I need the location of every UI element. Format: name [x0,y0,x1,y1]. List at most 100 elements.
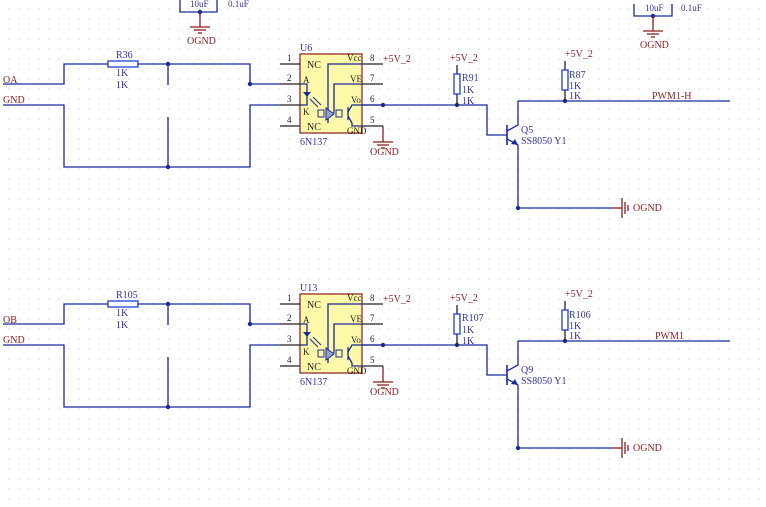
pin-name: NC [307,300,321,311]
ic-ref: U13 [300,283,317,294]
ognd-label: OGND [633,203,662,214]
pin-number: 2 [287,313,292,323]
supply-label: +5V_2 [565,289,593,300]
pin-name: Vo [351,95,361,105]
ic-part: 6N137 [300,377,327,388]
resistor-comment: 1K [569,331,582,342]
pin-name: Vcc [347,293,362,303]
pin-name: A [303,315,310,325]
transistor-part: SS8050 Y1 [521,376,566,387]
resistor-ref: R106 [569,310,591,321]
resistor-value: 1K [462,85,475,96]
pin-name: VE [350,314,362,324]
resistor-body [453,313,461,335]
resistor-value: 1K [116,308,129,319]
resistor-comment: 1K [462,336,475,347]
pin-number: 6 [370,334,375,344]
junction-dot [165,164,171,170]
pin-name: Vo [351,335,361,345]
ognd-label: OGND [640,40,669,51]
pin-name: GND [347,126,367,136]
pin-number: 3 [287,334,292,344]
resistor-body [561,69,569,91]
transistor-ref: Q9 [521,365,533,376]
pin-name: K [303,107,310,117]
resistor-body [107,60,139,68]
resistor-comment: 1K [116,320,129,331]
resistor-ref: R105 [116,290,138,301]
ognd-label: OGND [187,36,216,47]
supply-label: +5V_2 [450,293,478,304]
resistor-body [107,300,139,308]
ic-ref: U6 [300,43,312,54]
capacitor-value: 0.1uF [681,3,702,13]
junction-dot [380,102,386,108]
gnd-wire [347,355,362,367]
resistor-value: 1K [462,325,475,336]
pin-number: 4 [287,355,292,365]
vcc-wire [327,303,362,363]
light-arrow-icon [312,336,322,346]
junction-dot [247,321,253,327]
vcc-label: +5V_2 [383,294,411,305]
wire [3,344,280,408]
resistor-ref: R87 [569,70,586,81]
transistor-part: SS8050 Y1 [521,136,566,147]
vcc-label: +5V_2 [383,54,411,65]
emitter-arrow-icon [511,139,518,145]
resistor-comment: 1K [116,80,129,91]
input-net-label: OB [3,315,17,326]
led-icon [303,92,311,97]
resistor-value: 1K [116,68,129,79]
capacitor-value: 0.1uF [228,0,249,9]
amplifier-icon [325,107,335,121]
pin-number: 7 [370,73,375,83]
wire [362,344,507,376]
pin-number: 5 [370,355,375,365]
capacitor-value: 10uF [190,0,209,9]
photodiode-icon [317,349,325,358]
wire [138,303,280,325]
supply-label: +5V_2 [565,49,593,60]
junction-dot [515,205,521,211]
junction-dot [165,404,171,410]
resistor-comment: 1K [569,91,582,102]
pin-name: Vcc [347,53,362,63]
wire [3,303,106,325]
pin-number: 8 [370,53,375,63]
resistor-body [561,309,569,331]
resistor-value: 1K [569,321,582,332]
wire [138,63,280,85]
pin-name: VE [350,74,362,84]
pin-number: 1 [287,293,292,303]
wire [506,100,730,132]
ognd-label: OGND [370,387,399,398]
gnd-net-label: GND [3,95,25,106]
wire [506,138,612,209]
pin-number: 2 [287,73,292,83]
output-net-label: PWM1-H [652,91,691,102]
junction-dot [380,342,386,348]
wire [3,63,106,85]
supply-label: +5V_2 [450,53,478,64]
gate-icon [335,109,343,118]
vo-wire [347,104,362,113]
pin-number: 5 [370,115,375,125]
resistor-ref: R107 [462,313,484,324]
optocoupler-body [299,293,363,374]
pin-name: A [303,75,310,85]
resistor-comment: 1K [462,96,475,107]
wire [506,378,612,449]
optocoupler-body [299,53,363,134]
wire [506,340,730,372]
output-net-label: PWM1 [655,331,684,342]
pin-number: 1 [287,53,292,63]
pin-name: NC [307,362,321,373]
ve-wire [333,323,362,353]
ve-wire [333,83,362,113]
ognd-label: OGND [633,443,662,454]
pin-name: GND [347,366,367,376]
capacitor-value: 10uF [645,3,664,13]
pin-number: 8 [370,293,375,303]
